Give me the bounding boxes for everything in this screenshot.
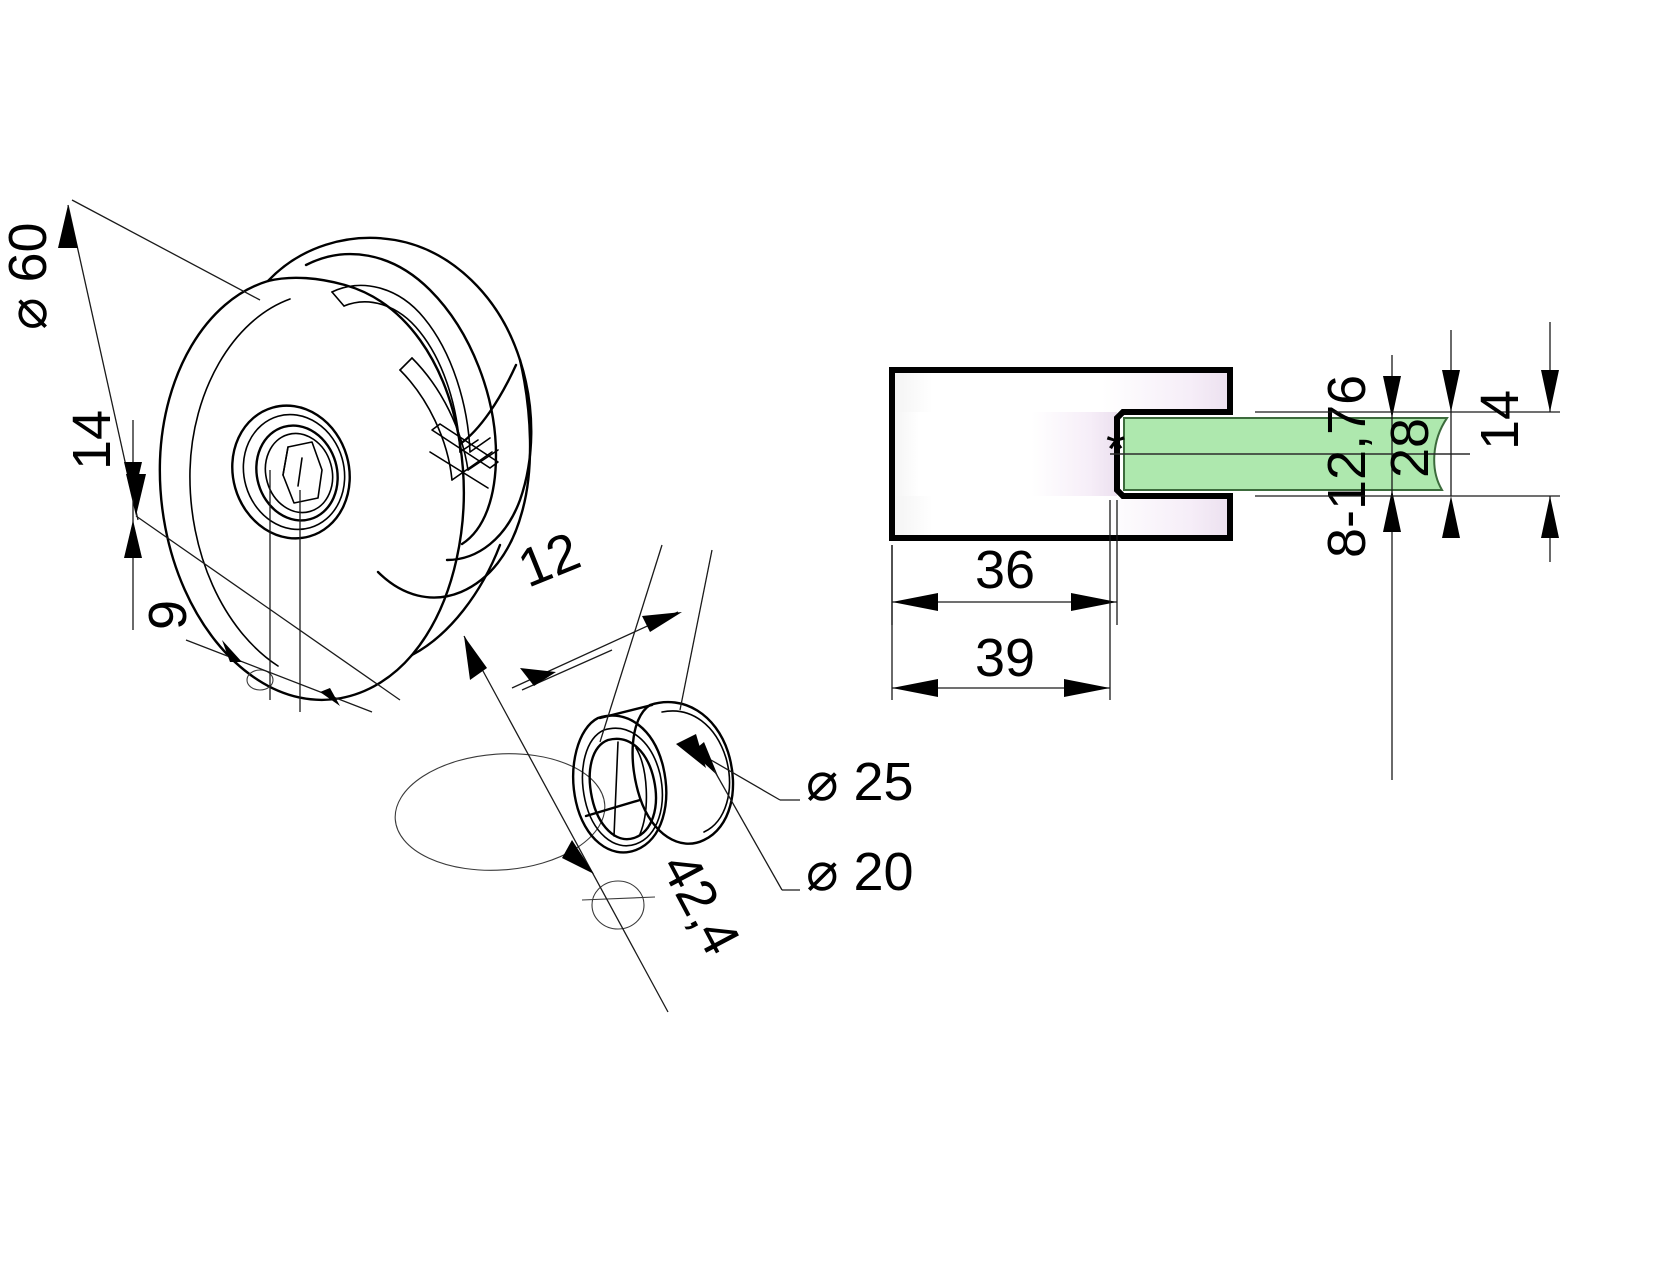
dimension-39 (891, 500, 1111, 700)
section-lower-jaw-fill (892, 496, 1230, 538)
dimension-8-12-76 (1383, 355, 1401, 780)
dimension-28 (1442, 330, 1460, 538)
dimension-label-14-right: 14 (1470, 390, 1530, 450)
clamp-front-disc-inner-edge (189, 298, 291, 667)
dimension-label-36: 36 (975, 540, 1035, 600)
isometric-bushing (394, 700, 735, 930)
dimension-14-left (124, 420, 142, 630)
clamp-center-boss (231, 404, 351, 540)
clamp-glass-slot (331, 284, 491, 453)
clamp-slot-wedge (429, 423, 499, 489)
isometric-clamp-body (158, 236, 533, 701)
clamp-front-disc (158, 276, 465, 701)
dimension-label-28: 28 (1380, 418, 1440, 478)
dimension-label-42-4: 42,4 (649, 843, 751, 964)
clamp-body-side-sweep (410, 363, 518, 657)
dimension-label-8-12-76: 8-12,76 (1317, 375, 1377, 558)
section-marker-asterisk: * (1106, 421, 1125, 477)
clamp-body-back-silhouette (376, 358, 532, 599)
clamp-reference-circle (246, 669, 274, 691)
bushing-front-rim (572, 714, 668, 854)
dimension-42-4 (463, 635, 669, 1013)
dimension-label-14-left: 14 (62, 410, 122, 470)
section-side-view: * (889, 367, 1470, 541)
dimension-label-diameter-60: ⌀ 60 (0, 222, 58, 330)
clamp-slot-ledge (399, 357, 499, 481)
dimension-label-39: 39 (975, 628, 1035, 688)
dimension-14-right (1255, 322, 1560, 562)
bushing-bore (588, 737, 658, 841)
dimension-12 (511, 544, 713, 743)
dimension-label-12: 12 (510, 521, 588, 599)
dimension-label-diameter-25: ⌀ 25 (806, 752, 914, 812)
section-upper-jaw-fill (892, 370, 1230, 412)
leader-diameter-20 (676, 734, 800, 891)
tube-trace-ellipse (394, 753, 606, 871)
bushing-reference-circle (591, 880, 645, 930)
clamp-back-rim (266, 236, 533, 562)
bushing-flange (631, 700, 735, 845)
dimension-label-diameter-20: ⌀ 20 (806, 842, 914, 902)
dimension-label-9: 9 (138, 600, 198, 630)
dimension-9 (185, 470, 373, 713)
leader-diameter-25 (692, 742, 800, 801)
